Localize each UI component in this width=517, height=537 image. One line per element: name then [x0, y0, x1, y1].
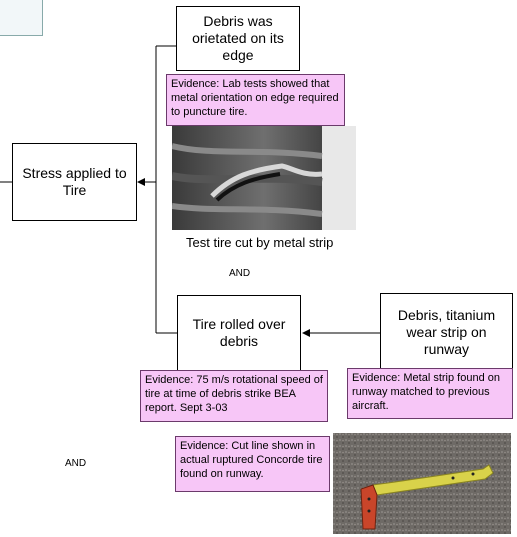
node-debris-titanium-strip-text: Debris, titanium wear strip on runway [397, 306, 496, 357]
evidence-cut-line-text: Evidence: Cut line shown in actual ruptu… [180, 440, 323, 480]
evidence-cut-line: Evidence: Cut line shown in actual ruptu… [175, 436, 330, 492]
node-debris-titanium-strip: Debris, titanium wear strip on runway [380, 293, 513, 371]
node-tire-rolled: Tire rolled over debris [177, 295, 301, 372]
tire-cut-photo [172, 126, 356, 230]
node-stress-applied-text: Stress applied to Tire [22, 165, 127, 198]
evidence-strip-found-text: Evidence: Metal strip found on runway ma… [352, 372, 500, 412]
node-tire-rolled-text: Tire rolled over debris [192, 316, 286, 349]
and-label-center: AND [229, 268, 251, 279]
evidence-rotational-speed-text: Evidence: 75 m/s rotational speed of tir… [145, 374, 323, 414]
partial-box-top-left [0, 0, 43, 36]
node-debris-on-edge: Debris was orietated on its edge [176, 6, 300, 71]
and-label-left: AND [65, 458, 87, 469]
evidence-lab-tests: Evidence: Lab tests showed that metal or… [166, 74, 345, 126]
evidence-rotational-speed: Evidence: 75 m/s rotational speed of tir… [140, 370, 328, 422]
evidence-strip-found: Evidence: Metal strip found on runway ma… [347, 368, 513, 419]
evidence-lab-tests-text: Evidence: Lab tests showed that metal or… [171, 78, 339, 118]
metal-strip-photo [333, 433, 511, 534]
node-stress-applied: Stress applied to Tire [12, 143, 137, 221]
node-debris-on-edge-text: Debris was orietated on its edge [192, 13, 284, 63]
tire-cut-caption: Test tire cut by metal strip [186, 235, 334, 250]
